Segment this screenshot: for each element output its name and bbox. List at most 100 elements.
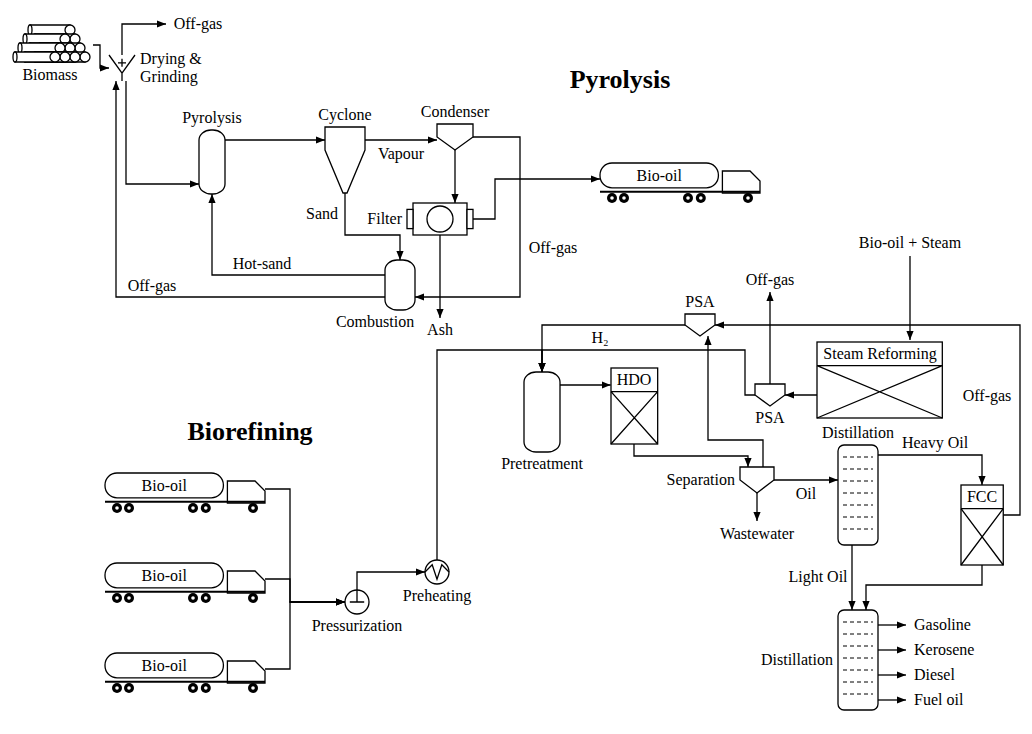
flow-connector bbox=[265, 579, 345, 602]
off-gas-stream bbox=[122, 24, 166, 55]
node-label: Cyclone bbox=[318, 106, 371, 124]
node-text: Drying & Grinding bbox=[140, 50, 212, 85]
stream-label: Off-gas bbox=[527, 239, 580, 257]
node-text: Distillation bbox=[822, 424, 894, 442]
node-text: Pyrolysis bbox=[182, 109, 242, 127]
node-text: Pretreatment bbox=[501, 455, 583, 473]
pump-icon bbox=[345, 590, 369, 614]
node-label: Combustion bbox=[336, 313, 414, 331]
node-text: FCC bbox=[967, 488, 997, 506]
psa-unit: PSA bbox=[755, 384, 785, 406]
flow-connector bbox=[415, 137, 520, 297]
node-label: Separation bbox=[667, 471, 735, 489]
stream-label: Light Oil bbox=[786, 568, 849, 586]
node-label: Steam Reforming bbox=[823, 345, 936, 363]
flow-connector bbox=[785, 394, 817, 395]
stream-label: Wastewater bbox=[718, 525, 796, 543]
cyclone-icon bbox=[325, 127, 365, 193]
node-label: HDO bbox=[617, 371, 652, 389]
flow-connector bbox=[212, 194, 385, 275]
stream-label: Oil bbox=[794, 485, 818, 503]
stream-label: Hot-sand bbox=[231, 255, 294, 273]
node-label: Filter bbox=[367, 210, 402, 228]
stream-label: Off-gas bbox=[961, 387, 1014, 405]
pent-icon bbox=[755, 384, 785, 406]
stream-label: Off-gas bbox=[126, 277, 179, 295]
flow-connector bbox=[866, 565, 982, 610]
pyrolysis-reactor: Pyrolysis bbox=[199, 130, 225, 194]
flow-connector bbox=[265, 602, 345, 669]
separator-unit: Separation bbox=[740, 467, 774, 493]
node-label: Bio-oil bbox=[142, 477, 187, 495]
combustor-vessel: Combustion bbox=[385, 260, 415, 310]
stream-label: Sand bbox=[304, 205, 340, 223]
flow-connector bbox=[126, 81, 199, 184]
pent-icon bbox=[740, 467, 774, 493]
node-text: Separation bbox=[667, 471, 735, 489]
funnel-icon bbox=[109, 55, 135, 81]
flow-connector bbox=[473, 179, 600, 219]
distillation-column: Distillation bbox=[838, 445, 878, 545]
feed-hopper: Drying & Grinding bbox=[109, 55, 135, 81]
node-label: Pretreatment bbox=[501, 455, 583, 473]
reformer-box: Steam Reforming bbox=[817, 342, 942, 418]
pump-symbol: Pressurization bbox=[345, 590, 369, 614]
node-label: Biomass bbox=[22, 66, 77, 84]
fcc-reactor: FCC bbox=[961, 485, 1003, 565]
vessel-icon bbox=[199, 130, 225, 194]
wastewater-stream bbox=[756, 493, 757, 521]
pent-icon bbox=[685, 314, 715, 336]
reactor-box: HDO bbox=[611, 368, 658, 444]
flow-connector bbox=[851, 545, 852, 610]
node-text: Preheating bbox=[403, 587, 471, 605]
product-stream bbox=[878, 699, 906, 700]
node-text: Bio-oil bbox=[142, 657, 187, 675]
stream-label: H₂ bbox=[589, 329, 610, 347]
flow-connector bbox=[878, 455, 982, 485]
biomass-pile: Biomass bbox=[7, 27, 93, 63]
node-label: Pyrolysis bbox=[182, 109, 242, 127]
node-text: Condenser bbox=[421, 103, 489, 121]
node-text: Filter bbox=[367, 210, 402, 228]
tanker-truck: Bio-oil bbox=[600, 163, 760, 203]
flow-connector bbox=[93, 45, 109, 68]
stream-label: Off-gas bbox=[172, 15, 225, 33]
stream-label: Ash bbox=[425, 321, 455, 339]
section-heading: Biorefining bbox=[185, 418, 314, 447]
node-text: Pressurization bbox=[312, 617, 403, 635]
pent-icon bbox=[437, 124, 473, 150]
vessel-icon bbox=[524, 372, 560, 452]
product-label: Fuel oil bbox=[912, 691, 965, 709]
node-text: Bio-oil bbox=[142, 567, 187, 585]
node-text: PSA bbox=[755, 409, 784, 427]
product-stream bbox=[878, 649, 906, 650]
node-text: PSA bbox=[685, 293, 714, 311]
node-label: FCC bbox=[967, 488, 997, 506]
distillation-column: Distillation bbox=[838, 610, 878, 710]
node-text: Combustion bbox=[336, 313, 414, 331]
pretreatment-vessel: Pretreatment bbox=[524, 372, 560, 452]
section-heading: Pyrolysis bbox=[568, 66, 673, 95]
flow-connector bbox=[560, 384, 611, 385]
node-text: Cyclone bbox=[318, 106, 371, 124]
hx-icon bbox=[425, 560, 449, 584]
node-text: Bio-oil bbox=[142, 477, 187, 495]
tanker-truck: Bio-oil bbox=[105, 653, 265, 693]
flow-connector bbox=[774, 479, 838, 480]
flow-connector bbox=[225, 139, 325, 140]
node-label: Pressurization bbox=[312, 617, 403, 635]
filter-unit: Filter bbox=[407, 203, 473, 235]
stream-label: Vapour bbox=[376, 145, 426, 163]
node-text: Steam Reforming bbox=[823, 345, 936, 363]
flow-connector bbox=[708, 336, 763, 467]
node-label: Distillation bbox=[761, 651, 833, 669]
ash-stream bbox=[439, 235, 440, 318]
node-label: PSA bbox=[755, 409, 784, 427]
flow-connector bbox=[454, 150, 455, 203]
psa-unit: PSA bbox=[685, 314, 715, 336]
flow-connector bbox=[542, 325, 685, 372]
flow-connector bbox=[365, 139, 437, 140]
condenser-unit: Condenser bbox=[437, 124, 473, 150]
